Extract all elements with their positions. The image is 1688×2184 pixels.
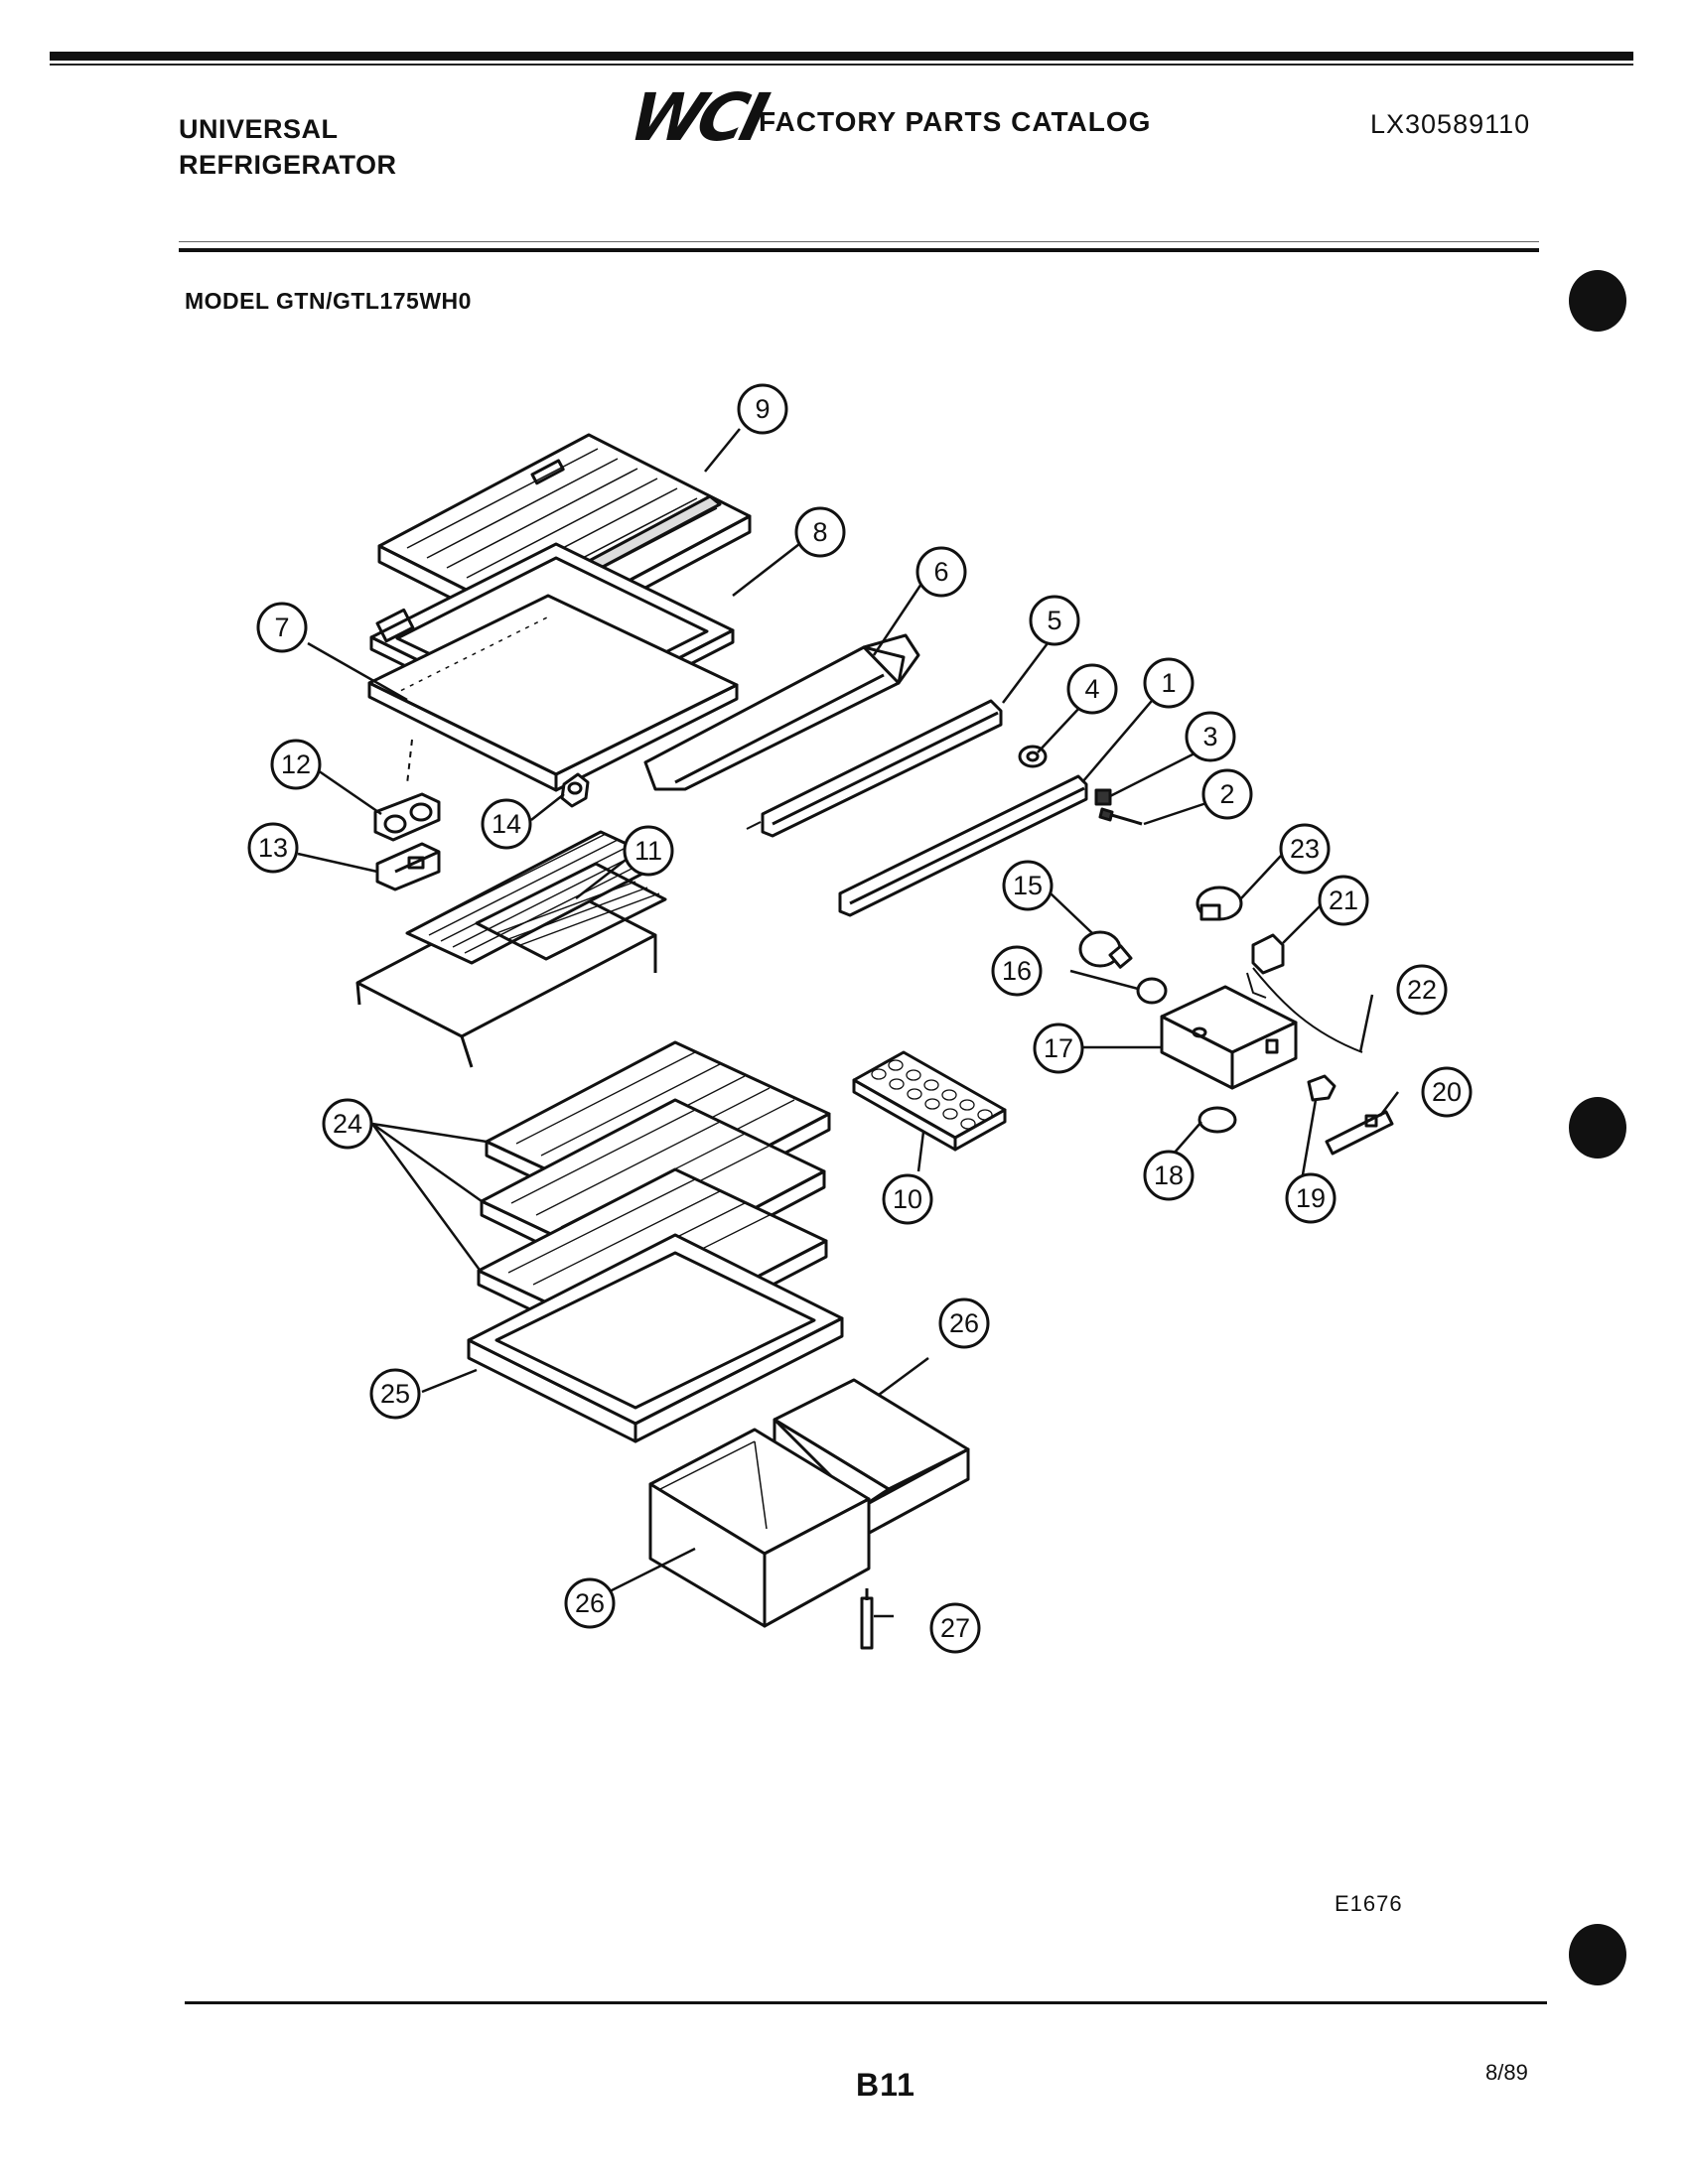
model-number: MODEL GTN/GTL175WH0 [185,288,472,314]
callout-4: 4 [1084,674,1099,704]
callout-18: 18 [1154,1160,1184,1190]
binder-hole-icon [1569,270,1626,332]
part-6-bracket [643,633,920,791]
part-7-drip-tray [367,594,739,792]
callout-16: 16 [1002,956,1032,986]
part-22-wire-harness [1246,967,1363,1053]
part-1-shelf-rail [838,774,1088,917]
callout-17: 17 [1044,1033,1073,1063]
brand-line-1: UNIVERSAL [179,114,339,144]
part-10-ice-tray [852,1050,1007,1152]
callout-7: 7 [274,613,289,642]
header-rule [179,248,1539,252]
part-16-knob [1136,977,1168,1005]
part-23-thermostat [1196,886,1243,921]
callout-21: 21 [1329,886,1358,915]
part-18-dial [1197,1106,1237,1134]
page-date: 8/89 [1485,2060,1528,2085]
page-number: B11 [856,2067,915,2103]
callout-numbers: 1 2 3 4 5 6 7 8 9 10 11 12 13 14 15 16 1… [258,394,1462,1643]
part-25-crisper-cover [467,1233,844,1443]
part-13-hinge [375,842,441,891]
part-26-crisper-drawer-left [648,1428,871,1628]
part-27-pin [860,1588,874,1650]
callout-5: 5 [1047,606,1061,635]
catalog-number: LX30589110 [1370,109,1531,139]
callout-26-left: 26 [575,1588,605,1618]
callout-10: 10 [893,1184,922,1214]
part-5-shelf-rail [746,699,1003,838]
callout-23: 23 [1290,834,1320,864]
callout-19: 19 [1296,1183,1326,1213]
callout-27: 27 [940,1613,970,1643]
callout-1: 1 [1161,668,1176,698]
part-20-plate [1325,1110,1394,1156]
callout-3: 3 [1202,722,1217,751]
part-3-clip [1094,788,1112,806]
callout-20: 20 [1432,1077,1462,1107]
callout-2: 2 [1219,779,1234,809]
part-17-control-box [1160,985,1298,1090]
callout-6: 6 [933,557,948,587]
part-14-clip [560,772,590,808]
brand-line-2: REFRIGERATOR [179,150,397,180]
brand-name: UNIVERSAL REFRIGERATOR [179,111,397,183]
catalog-title: FACTORY PARTS CATALOG [759,106,1152,137]
callout-15: 15 [1013,871,1043,900]
part-11-wire-shelf [355,830,667,1068]
callout-22: 22 [1407,975,1437,1005]
part-2-screw [1098,807,1143,826]
callout-25: 25 [380,1379,410,1409]
callout-11: 11 [634,836,662,866]
binder-hole-icon [1569,1924,1626,1985]
callout-26-right: 26 [949,1308,979,1338]
part-21-connector [1251,933,1285,975]
callout-14: 14 [492,809,521,839]
callout-24: 24 [333,1109,362,1139]
part-19-switch [1307,1074,1336,1102]
part-12-hinge [373,792,441,842]
callout-13: 13 [258,833,288,863]
header-rule-thin [179,241,1539,242]
footer-rule [185,2001,1547,2004]
binder-hole-icon [1569,1097,1626,1159]
drawing-number: E1676 [1335,1891,1403,1916]
callout-bubbles [247,383,1473,1654]
callout-12: 12 [281,750,311,779]
top-rule [50,52,1633,61]
top-rule-thin [50,64,1633,66]
part-15-light-bulb [1078,930,1133,969]
callout-8: 8 [812,517,827,547]
callout-9: 9 [755,394,770,424]
